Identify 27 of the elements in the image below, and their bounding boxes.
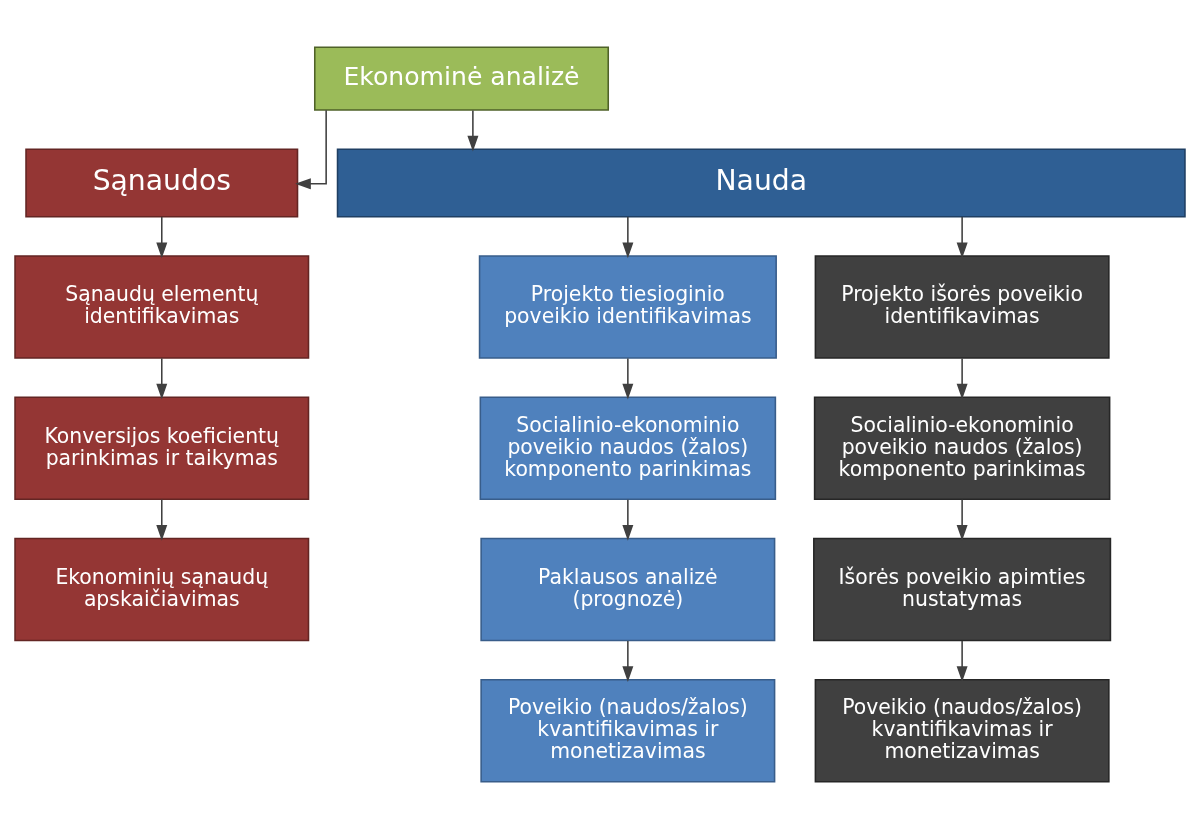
arrow — [622, 640, 634, 682]
arrow — [156, 357, 168, 400]
arrow — [956, 640, 968, 682]
node-box: Konversijos koeficientų parinkimas ir taikymas — [14, 396, 310, 501]
arrow — [622, 216, 634, 259]
node-box: Ekonominė analizė — [314, 46, 610, 111]
arrow — [956, 498, 968, 541]
node-box: Paklausos analizė (prognozė) — [480, 537, 776, 642]
node-box: Išorės poveikio apimties nustatymas — [813, 537, 1112, 642]
arrow — [156, 498, 168, 541]
node-box: Poveikio (naudos/žalos) kvantifikavimas ir monetizavimas — [814, 678, 1110, 783]
node-box: Projekto tiesioginio poveikio identifikavimas — [478, 255, 777, 359]
node-box: Poveikio (naudos/žalos) kvantifikavimas ir monetizavimas — [480, 678, 776, 783]
arrow — [956, 216, 968, 259]
node-box: Ekonominių sąnaudų apskaičiavimas — [14, 537, 310, 642]
arrow — [467, 109, 479, 152]
arrow — [295, 109, 327, 190]
node-box: Socialinio-ekonominio poveikio naudos (žalos) komponento parinkimas — [813, 396, 1111, 501]
arrow — [156, 216, 168, 259]
arrow — [956, 357, 968, 400]
node-box: Sąnaudų elementų identifikavimas — [14, 255, 310, 359]
node-box: Nauda — [336, 148, 1186, 218]
node-box: Projekto išorės poveikio identifikavimas — [814, 255, 1110, 359]
arrow — [622, 357, 634, 400]
node-box: Socialinio-ekonominio poveikio naudos (žalos) komponento parinkimas — [479, 396, 777, 501]
arrow — [622, 498, 634, 541]
node-box: Sąnaudos — [25, 148, 299, 218]
